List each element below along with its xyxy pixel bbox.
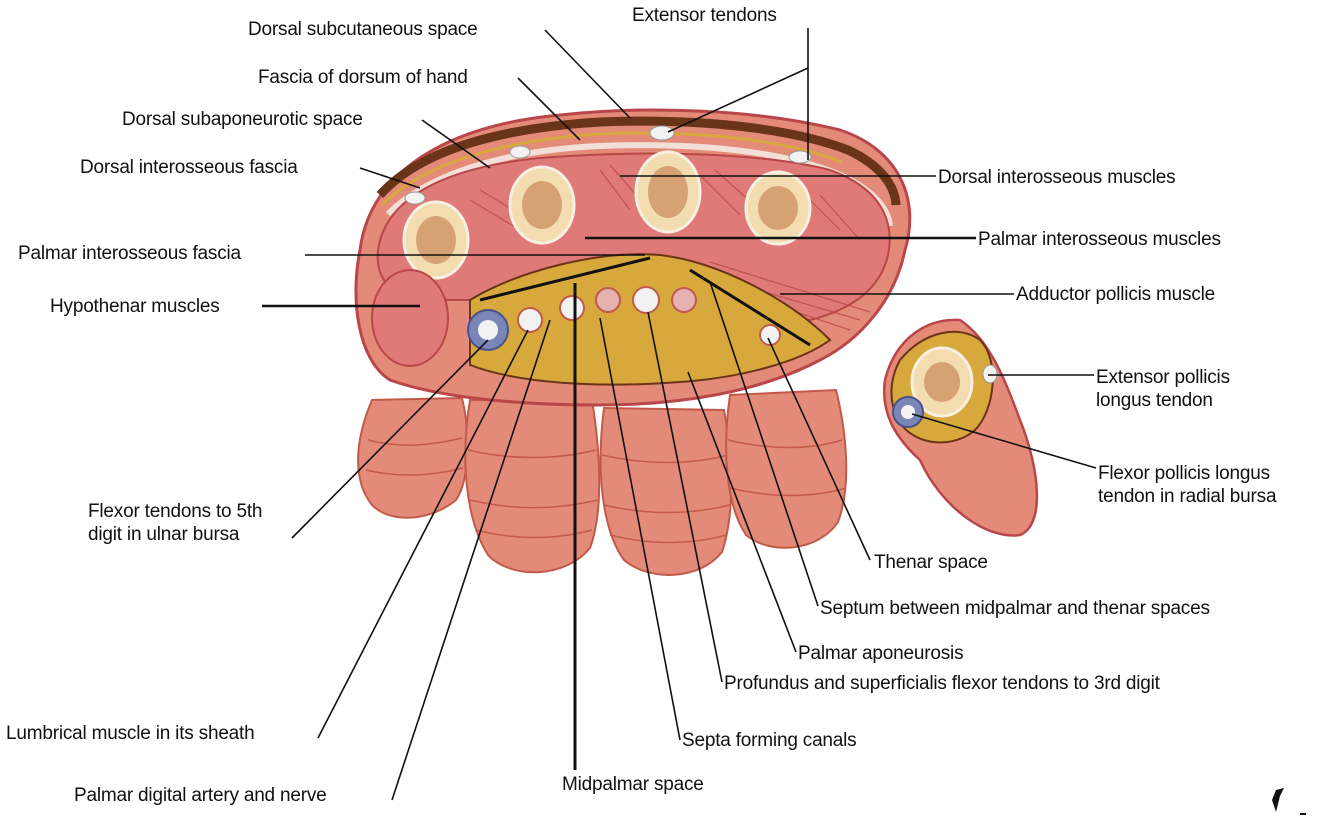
label-adductor-pollicis: Adductor pollicis muscle xyxy=(1016,283,1215,306)
label-septum-between-spaces: Septum between midpalmar and thenar spac… xyxy=(820,597,1210,620)
label-dorsal-subaponeurotic-space: Dorsal subaponeurotic space xyxy=(122,108,363,131)
label-flexor-pollicis-longus: Flexor pollicis longus tendon in radial … xyxy=(1098,462,1276,508)
label-profundus-superficialis: Profundus and superficialis flexor tendo… xyxy=(724,672,1160,695)
label-line-1: Extensor pollicis xyxy=(1096,366,1230,389)
label-hypothenar-muscles: Hypothenar muscles xyxy=(50,295,220,318)
label-dorsal-interosseous-muscles: Dorsal interosseous muscles xyxy=(938,166,1175,189)
label-septa-forming-canals: Septa forming canals xyxy=(682,729,857,752)
label-dorsal-subcutaneous-space: Dorsal subcutaneous space xyxy=(248,18,477,41)
palm-section xyxy=(356,110,910,405)
label-extensor-pollicis-longus: Extensor pollicis longus tendon xyxy=(1096,366,1230,412)
label-line-1: Flexor tendons to 5th xyxy=(88,500,262,523)
label-line-2: tendon in radial bursa xyxy=(1098,485,1276,508)
label-extensor-tendons: Extensor tendons xyxy=(632,4,777,27)
label-midpalmar-space: Midpalmar space xyxy=(562,773,704,796)
label-lumbrical-muscle: Lumbrical muscle in its sheath xyxy=(6,722,255,745)
label-flexor-tendons-5th-digit: Flexor tendons to 5th digit in ulnar bur… xyxy=(88,500,262,546)
label-palmar-interosseous-fascia: Palmar interosseous fascia xyxy=(18,242,241,265)
label-line-2: digit in ulnar bursa xyxy=(88,523,262,546)
label-palmar-aponeurosis: Palmar aponeurosis xyxy=(798,642,963,665)
label-line-1: Flexor pollicis longus xyxy=(1098,462,1276,485)
label-thenar-space: Thenar space xyxy=(874,551,988,574)
label-line-2: longus tendon xyxy=(1096,389,1230,412)
label-palmar-interosseous-muscles: Palmar interosseous muscles xyxy=(978,228,1221,251)
finger-4th xyxy=(465,400,599,572)
label-palmar-digital-artery: Palmar digital artery and nerve xyxy=(74,784,327,807)
label-dorsal-interosseous-fascia: Dorsal interosseous fascia xyxy=(80,156,298,179)
label-fascia-of-dorsum: Fascia of dorsum of hand xyxy=(258,66,468,89)
orientation-mark-icon xyxy=(1272,788,1306,814)
